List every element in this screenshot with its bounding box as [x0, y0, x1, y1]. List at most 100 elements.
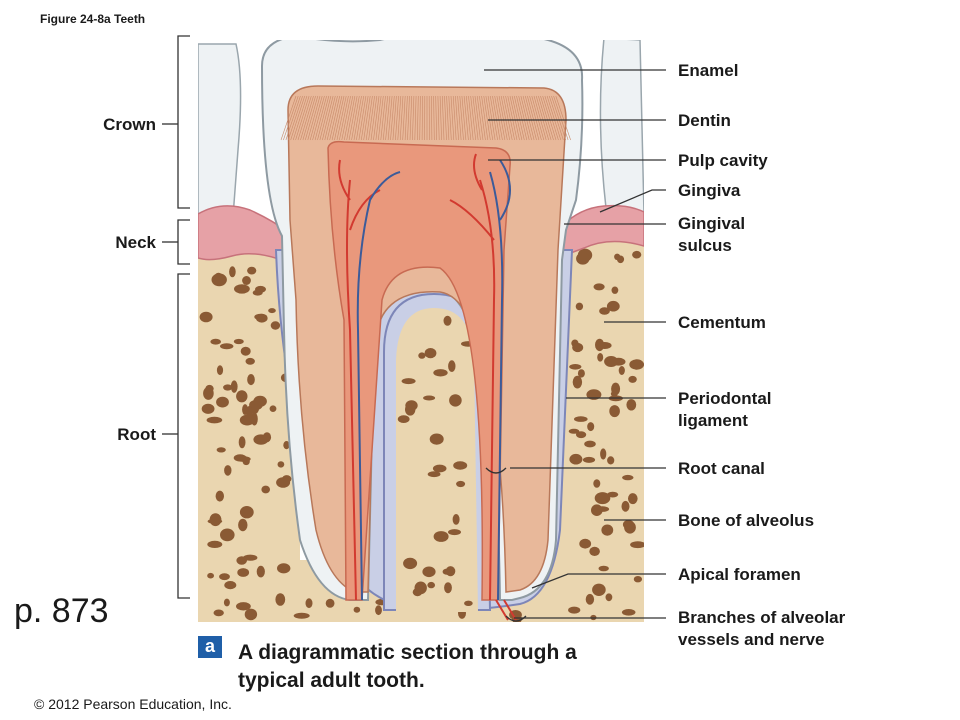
bone-pore	[599, 307, 610, 315]
bone-pore	[572, 375, 583, 389]
dentin-tubule	[302, 95, 316, 141]
dentin-tubule	[527, 95, 540, 141]
label-gingival-sulcus: Gingival sulcus	[678, 213, 745, 257]
bone-pore	[239, 506, 254, 519]
bone-pore	[605, 593, 613, 602]
dentin-tubule	[295, 95, 310, 141]
bone-pore	[432, 464, 447, 473]
dentin-tubule	[351, 95, 360, 141]
dentin-tubule	[439, 95, 442, 141]
bone-pore	[211, 273, 227, 287]
bone-pore	[213, 609, 224, 617]
bone-pore	[589, 546, 600, 557]
dentin-tubule	[344, 95, 354, 141]
bone-pore	[242, 276, 251, 285]
dentin-tubule	[511, 95, 523, 141]
bone-pore	[626, 399, 637, 411]
dentin-tubule	[463, 95, 469, 141]
bone-pore	[305, 598, 313, 609]
bone-pore	[611, 286, 619, 294]
dentin-tubule	[487, 95, 496, 141]
bone-pore	[293, 612, 310, 619]
bone-pore	[592, 583, 606, 596]
copyright: © 2012 Pearson Education, Inc.	[34, 696, 232, 712]
dentin-tubule	[450, 95, 455, 141]
bone-pore	[444, 582, 452, 594]
dentin-tubule	[339, 95, 349, 141]
bone-pore	[224, 465, 232, 476]
bone-pore	[452, 514, 460, 525]
dentin-tubule	[540, 95, 554, 141]
bone-pore	[443, 315, 452, 326]
bone-pore	[268, 308, 276, 314]
dentin-tubule	[336, 95, 347, 141]
bone-pore	[628, 375, 637, 383]
dentin-tubule	[334, 95, 345, 141]
bone-pore	[216, 396, 229, 408]
bone-pore	[585, 593, 595, 605]
dentin-tubule	[312, 95, 325, 141]
dentin-tubule	[452, 95, 457, 141]
dentin-tubule	[551, 95, 566, 141]
dentin-tubule	[549, 95, 564, 141]
label-pulp-cavity: Pulp cavity	[678, 151, 768, 170]
bone-pore	[572, 342, 584, 353]
bone-pore	[442, 568, 451, 575]
gingiva-right	[550, 204, 644, 262]
bone-pore	[422, 566, 436, 578]
bone-pore	[252, 289, 263, 296]
bone-pore	[628, 493, 638, 505]
dentin-tubule	[444, 95, 447, 141]
bone-pore	[254, 313, 268, 321]
dentin-tubule	[285, 95, 301, 141]
bone-pore	[427, 581, 436, 589]
bone-pore	[233, 338, 244, 345]
bone-pore	[577, 369, 585, 378]
crown-label: Crown	[103, 115, 156, 134]
dentin-tubule	[546, 95, 562, 141]
pulp-cavity	[327, 140, 511, 601]
dentin-tubule	[516, 95, 528, 141]
bone-pore	[219, 573, 230, 581]
dentin-tubule	[309, 95, 323, 141]
bone-pore	[270, 321, 281, 330]
bone-pore	[414, 581, 427, 595]
bone-pore	[621, 500, 630, 512]
dentin-tubule	[324, 95, 336, 141]
dentin-tubule	[409, 95, 412, 141]
bone-pore	[220, 528, 235, 542]
dentin-tubule	[280, 95, 297, 141]
dentin-tubule	[392, 95, 397, 141]
dentin-tubule	[307, 95, 321, 141]
panel-badge: a	[198, 636, 222, 658]
figure-title: Figure 24-8a Teeth	[40, 12, 146, 26]
bone-pore	[456, 480, 466, 488]
bone-pore	[632, 250, 642, 259]
dentin-tubule	[353, 95, 362, 141]
bone-pore	[597, 353, 604, 362]
bone-pores	[397, 315, 476, 606]
bone-pore	[601, 524, 614, 536]
dentin-tubule	[494, 95, 503, 141]
bone-pore	[464, 600, 473, 606]
bone-pore	[594, 492, 611, 505]
dentin-tubule	[503, 95, 513, 141]
bone-pore	[277, 461, 285, 468]
bone-pore	[375, 605, 382, 616]
bone-pore	[234, 284, 250, 294]
bone-pore	[325, 598, 335, 608]
label-enamel: Enamel	[678, 61, 739, 80]
dentin-tubule	[346, 95, 356, 141]
dentin-tubule	[373, 95, 380, 141]
bone-pore	[429, 433, 444, 445]
dentin-tubule	[407, 95, 410, 141]
label-line: Gingival	[678, 214, 746, 233]
dentin-tubule	[431, 95, 433, 141]
dentin-tubule	[290, 95, 305, 141]
bone-pore	[569, 453, 583, 465]
dentin-tubule	[417, 95, 419, 141]
dentin-tubule	[370, 95, 378, 141]
dentin-tubule	[397, 95, 402, 141]
dentin-tubule	[305, 95, 319, 141]
dentin-tubule	[553, 95, 569, 141]
